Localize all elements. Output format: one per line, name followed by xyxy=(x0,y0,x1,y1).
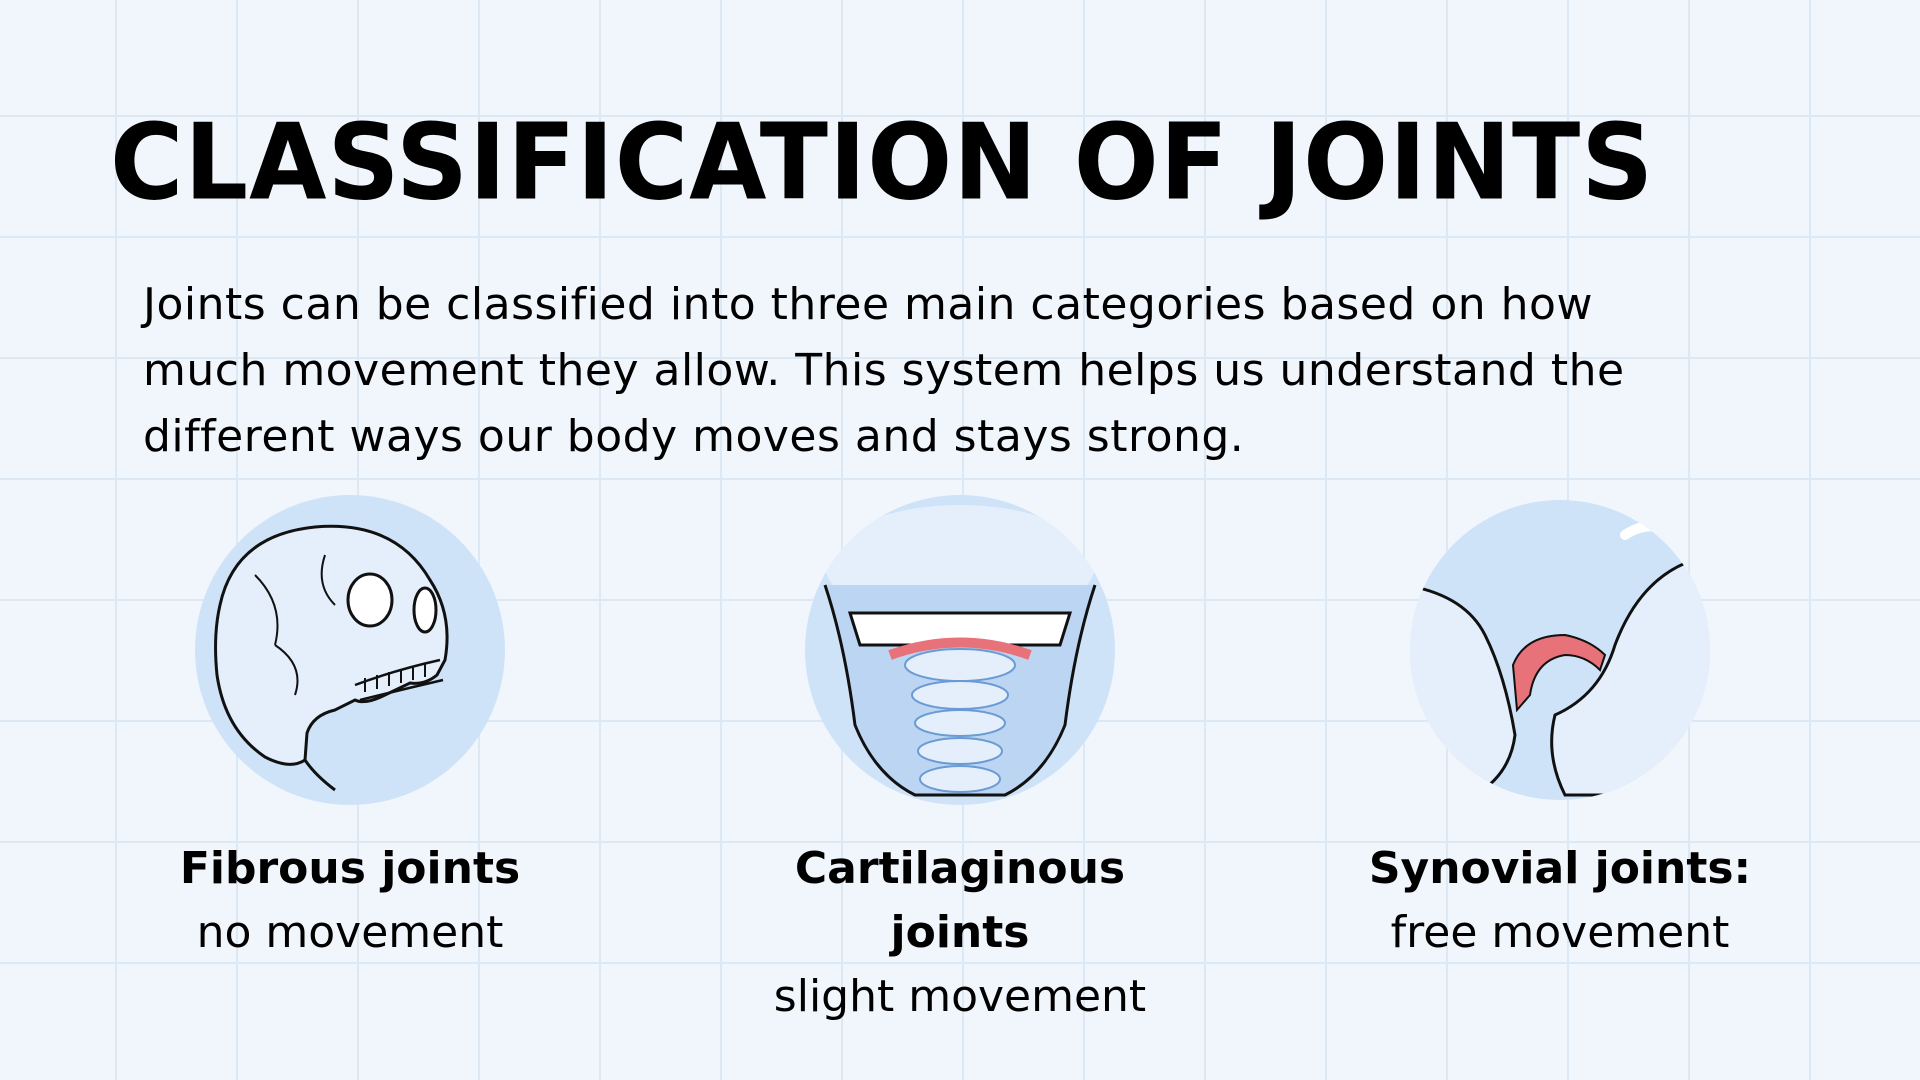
joint-card-fibrous: Fibrous joints no movement xyxy=(130,495,570,965)
joint-name: Fibrous joints xyxy=(179,843,521,894)
joint-description: no movement xyxy=(196,907,504,958)
joint-card-synovial: Synovial joints: free movement xyxy=(1340,495,1780,965)
joint-description: slight movement xyxy=(773,971,1147,1022)
intro-paragraph: Joints can be classified into three main… xyxy=(143,279,1625,462)
joint-card-cartilaginous: Cartilaginous joints slight movement xyxy=(740,495,1180,1029)
joint-description: free movement xyxy=(1390,907,1730,958)
joint-name: Cartilaginous joints xyxy=(794,843,1126,958)
spine-icon xyxy=(805,495,1115,805)
skull-icon xyxy=(195,495,505,805)
joint-name: Synovial joints: xyxy=(1368,843,1752,894)
slide-title: CLASSIFICATION OF JOINTS xyxy=(110,101,1655,224)
hip-joint-icon xyxy=(1405,495,1715,805)
